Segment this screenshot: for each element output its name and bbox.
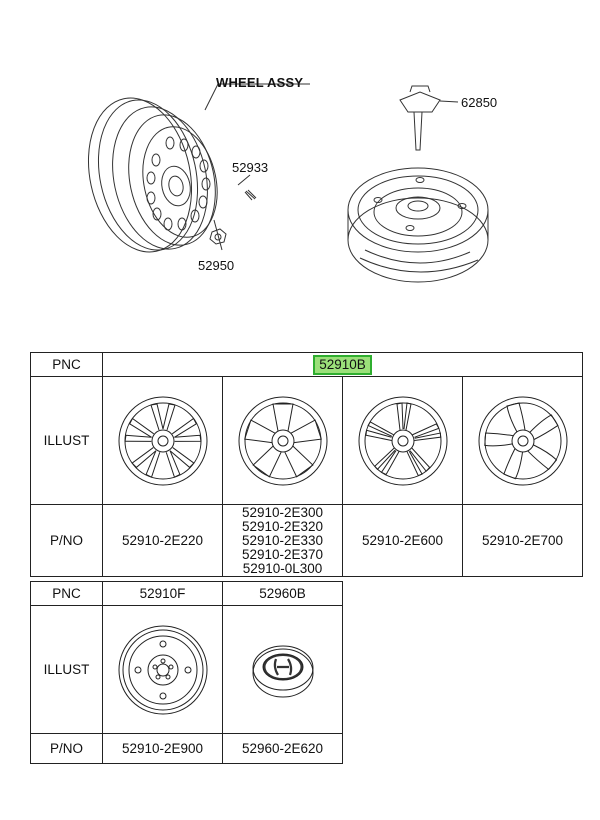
pno-cell[interactable]: 52960-2E620 — [222, 733, 343, 764]
part-number[interactable]: 52910-2E370 — [241, 546, 324, 562]
illust-cell — [342, 376, 463, 505]
part-number[interactable]: 52910-2E300 — [241, 504, 324, 520]
pno-cell: 52910-2E600 — [342, 504, 463, 577]
pno-cell: 52910-2E700 — [461, 504, 584, 577]
pnc-header: PNC — [30, 352, 103, 377]
steel-spare-wheel-icon — [118, 625, 207, 714]
alloy-wheel-5-split-spoke-icon — [118, 396, 207, 485]
spare-wheel-clamp-drawing — [399, 85, 459, 151]
wheel-assembly-diagram — [87, 83, 489, 283]
illust-header: ILLUST — [30, 376, 103, 505]
hubcap-emblem-icon — [252, 645, 313, 697]
alloy-wheel-10-spoke-icon — [358, 396, 447, 485]
pno-header: P/NO — [30, 733, 103, 764]
alloy-wheel-twisted-spoke-icon — [478, 396, 568, 485]
spare-parts-table: PNC 52910F 52960B ILLUST P/NO — [30, 581, 343, 764]
illust-header: ILLUST — [30, 605, 103, 734]
part-number[interactable]: 52910-2E320 — [241, 518, 324, 534]
illust-cell — [102, 376, 223, 505]
pnc-cell[interactable]: 52960B — [222, 581, 343, 606]
wheel-parts-table: PNC 52910B ILLUST — [30, 352, 584, 577]
pnc-cell: 52910B — [101, 352, 584, 377]
pnc-highlight[interactable]: 52910B — [313, 354, 372, 375]
part-number[interactable]: 52910-2E220 — [121, 532, 204, 548]
part-number[interactable]: 52910-2E700 — [481, 532, 564, 548]
part-number[interactable]: 52910-0L300 — [242, 560, 323, 576]
illust-cell — [461, 376, 584, 505]
pno-header: P/NO — [30, 504, 103, 577]
illust-cell — [222, 605, 343, 734]
pno-cell: 52910-2E300 52910-2E320 52910-2E330 5291… — [222, 504, 343, 577]
callout-nut: 52950 — [198, 258, 235, 273]
pnc-cell[interactable]: 52910F — [102, 581, 223, 606]
part-number[interactable]: 52910-2E330 — [241, 532, 324, 548]
illust-cell — [222, 376, 343, 505]
diagram-title: WHEEL ASSY — [216, 75, 304, 90]
callout-bolt: 52933 — [232, 160, 269, 175]
alloy-wheel-5-spoke-icon — [238, 396, 327, 485]
part-number[interactable]: 52910-2E600 — [361, 532, 444, 548]
callout-jack: 62850 — [461, 95, 498, 110]
pnc-header: PNC — [30, 581, 103, 606]
illust-cell — [102, 605, 223, 734]
pno-cell[interactable]: 52910-2E900 — [102, 733, 223, 764]
spare-wheel-drawing — [347, 167, 489, 283]
pno-cell: 52910-2E220 — [102, 504, 223, 577]
wheel-assembly-drawing — [87, 83, 310, 253]
